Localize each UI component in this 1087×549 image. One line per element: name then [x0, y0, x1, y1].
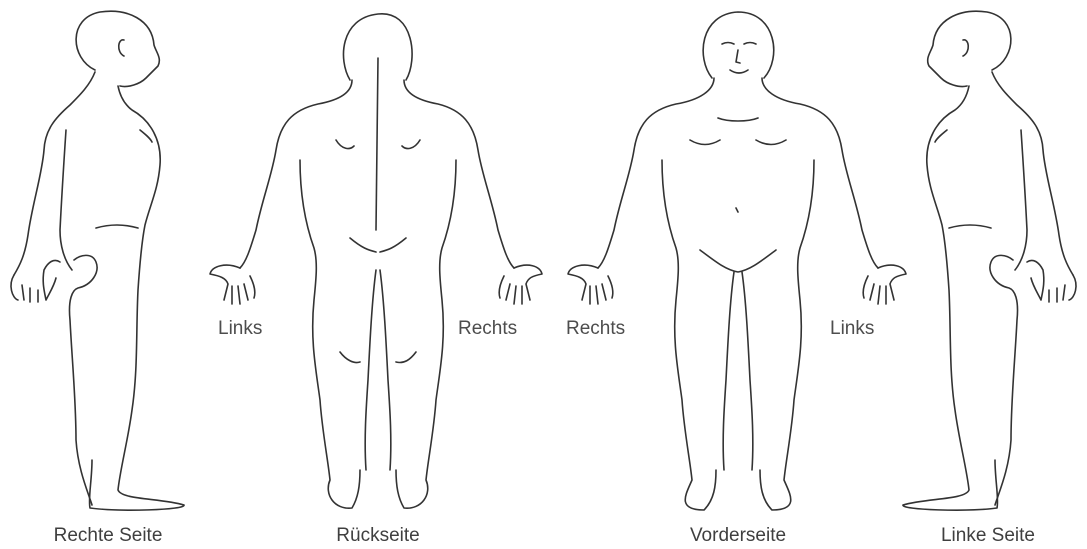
caption-right-side: Rechte Seite — [8, 525, 208, 547]
caption-left-side: Linke Seite — [888, 525, 1087, 547]
left-side-arm-inner — [1015, 130, 1027, 270]
caption-front: Vorderseite — [638, 525, 838, 547]
left-side-body-back — [992, 72, 1073, 275]
front-torso-right — [662, 160, 716, 510]
right-side-body-back — [14, 72, 95, 275]
back-left-hand — [210, 265, 255, 304]
figure-back — [210, 14, 542, 508]
left-side-body-front — [903, 86, 998, 510]
figure-left-side — [903, 11, 1076, 510]
caption-back: Rückseite — [278, 525, 478, 547]
right-side-body-front — [89, 86, 184, 510]
back-right-hand — [499, 265, 542, 304]
front-right-label: Rechts — [566, 318, 625, 340]
back-left-label: Links — [218, 318, 262, 340]
front-neck-shoulders — [598, 78, 878, 268]
left-side-ear — [963, 40, 968, 56]
right-side-buttock — [69, 255, 97, 505]
front-right-hand — [568, 265, 613, 304]
front-left-label: Links — [830, 318, 874, 340]
back-torso-right — [396, 160, 456, 508]
back-spine — [376, 58, 378, 230]
right-side-chest-detail — [96, 130, 152, 228]
left-side-buttock — [990, 255, 1018, 505]
front-left-hand — [863, 265, 906, 304]
right-side-head — [76, 11, 159, 86]
right-side-ear — [119, 40, 124, 56]
front-face — [722, 43, 756, 74]
left-side-head — [928, 11, 1011, 86]
back-torso-left — [300, 160, 360, 508]
back-details — [336, 140, 420, 363]
figure-right-side — [11, 11, 184, 510]
front-head — [703, 12, 774, 78]
back-legs-inner — [365, 270, 391, 470]
left-side-chest-detail — [935, 130, 991, 228]
back-right-label: Rechts — [458, 318, 517, 340]
front-legs-inner — [723, 272, 753, 470]
right-side-arm-inner — [60, 130, 72, 270]
front-torso-left — [760, 160, 814, 510]
front-details — [690, 118, 786, 272]
figure-front — [568, 12, 906, 510]
